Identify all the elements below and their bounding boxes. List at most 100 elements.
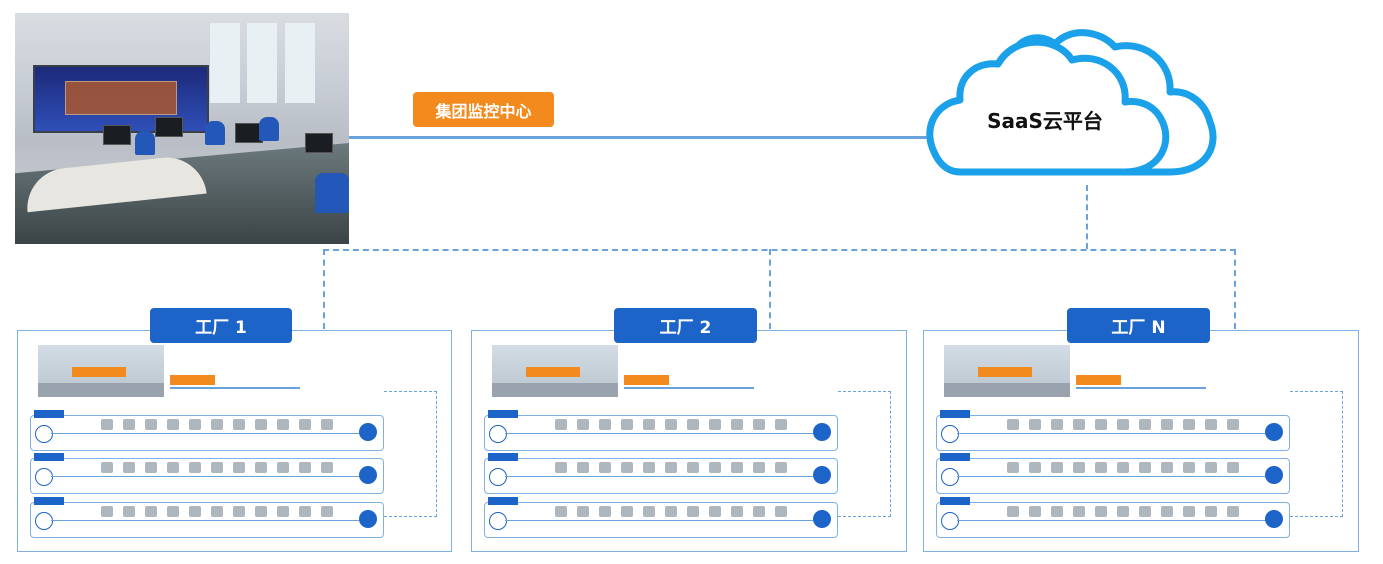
window: [210, 23, 240, 103]
machine-icon: [189, 462, 201, 473]
machine-icon: [167, 506, 179, 517]
machine-icon: [277, 462, 289, 473]
side-connector: [384, 391, 437, 517]
factory-label-2: 工厂 2: [614, 308, 757, 343]
machine-icon: [211, 506, 223, 517]
machine-icon: [101, 419, 113, 430]
machine-icon: [555, 506, 567, 517]
machine-icon: [1007, 506, 1019, 517]
machine-icon: [277, 506, 289, 517]
production-line: [936, 453, 1290, 494]
operator: [315, 173, 349, 213]
machine-icon: [775, 462, 787, 473]
machine-icon: [1051, 462, 1063, 473]
factory-label-n: 工厂 N: [1067, 308, 1210, 343]
machine-icon: [101, 462, 113, 473]
mini-line: [170, 387, 300, 389]
machine-icon: [753, 419, 765, 430]
machine-icon: [599, 419, 611, 430]
machine-icon: [145, 419, 157, 430]
machine-icon: [1029, 506, 1041, 517]
window: [247, 23, 277, 103]
operator: [135, 131, 155, 155]
machine-icon: [599, 462, 611, 473]
machine-icon: [1139, 462, 1151, 473]
machine-icon: [1117, 506, 1129, 517]
machine-icon: [1227, 506, 1239, 517]
monitoring-center-photo: [15, 13, 349, 244]
machine-icon: [731, 506, 743, 517]
machine-icon: [577, 419, 589, 430]
machine-icon: [123, 506, 135, 517]
machine-icon: [299, 419, 311, 430]
cloud-label: SaaS云平台: [987, 109, 1103, 133]
side-connector: [838, 391, 891, 517]
machine-icon: [555, 419, 567, 430]
machine-icon: [1139, 506, 1151, 517]
factory-label-1: 工厂 1: [150, 308, 292, 343]
connection-line: [349, 136, 931, 139]
monitor: [305, 133, 333, 153]
machine-icon: [1183, 419, 1195, 430]
machine-icon: [233, 462, 245, 473]
factory-panel: [923, 330, 1359, 552]
machine-icon: [233, 419, 245, 430]
window: [285, 23, 315, 103]
production-line: [30, 497, 384, 538]
machine-icon: [123, 419, 135, 430]
machine-icon: [321, 462, 333, 473]
machine-icon: [1007, 462, 1019, 473]
machine-icon: [167, 419, 179, 430]
machine-icon: [1073, 462, 1085, 473]
machine-icon: [687, 419, 699, 430]
machine-icon: [1205, 419, 1217, 430]
monitor: [155, 117, 183, 137]
video-wall: [33, 65, 209, 133]
machine-icon: [123, 462, 135, 473]
machine-icon: [687, 506, 699, 517]
production-line: [484, 497, 838, 538]
machine-icon: [555, 462, 567, 473]
machine-icon: [1095, 462, 1107, 473]
mini-control-room: [944, 345, 1070, 397]
mini-line: [624, 387, 754, 389]
machine-icon: [1073, 419, 1085, 430]
machine-icon: [621, 462, 633, 473]
machine-icon: [775, 506, 787, 517]
production-line: [484, 410, 838, 451]
machine-icon: [665, 462, 677, 473]
machine-icon: [731, 462, 743, 473]
factory-panel: [471, 330, 907, 552]
machine-icon: [1051, 506, 1063, 517]
connector: [1086, 185, 1088, 249]
cloud-icon: [926, 29, 1217, 176]
machine-icon: [233, 506, 245, 517]
machine-icon: [1205, 462, 1217, 473]
machine-icon: [687, 462, 699, 473]
machine-icon: [577, 462, 589, 473]
machine-icon: [277, 419, 289, 430]
machine-icon: [1205, 506, 1217, 517]
machine-icon: [1117, 462, 1129, 473]
center-label: 集团监控中心: [413, 92, 554, 127]
machine-icon: [255, 419, 267, 430]
machine-icon: [1095, 419, 1107, 430]
machine-icon: [1139, 419, 1151, 430]
machine-icon: [1161, 462, 1173, 473]
machine-icon: [1161, 419, 1173, 430]
machine-icon: [1227, 419, 1239, 430]
production-line: [30, 410, 384, 451]
mini-control-room: [492, 345, 618, 397]
mini-tag: [1076, 375, 1121, 385]
machine-icon: [1227, 462, 1239, 473]
machine-icon: [1029, 419, 1041, 430]
production-line: [30, 453, 384, 494]
machine-icon: [709, 506, 721, 517]
machine-icon: [753, 506, 765, 517]
machine-icon: [665, 506, 677, 517]
machine-icon: [709, 419, 721, 430]
machine-icon: [643, 506, 655, 517]
machine-icon: [643, 419, 655, 430]
operator: [205, 121, 225, 145]
connector: [323, 249, 325, 329]
